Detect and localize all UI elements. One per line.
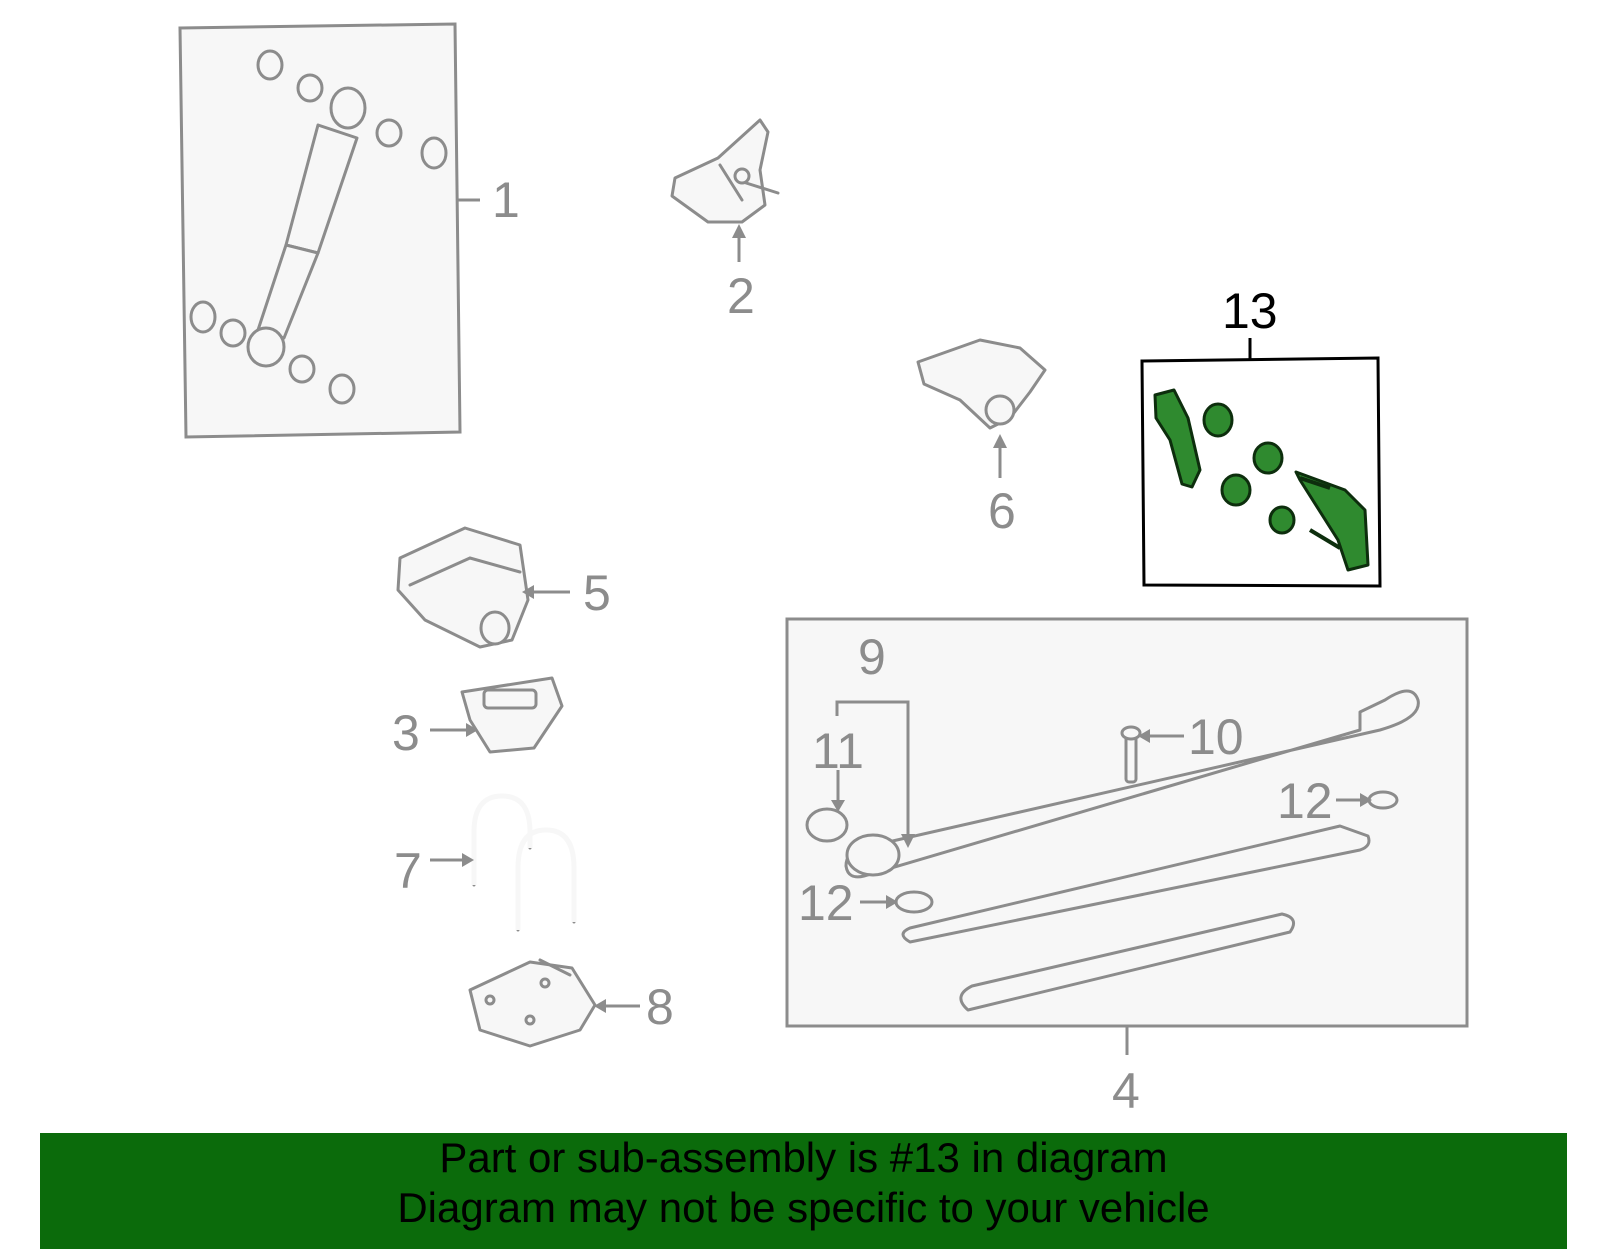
callout-10[interactable]: 10 [1188,709,1244,765]
callout-3[interactable]: 3 [392,705,420,761]
part-13-shackle-kit[interactable]: 13 [1140,283,1382,588]
notice-banner: Part or sub-assembly is #13 in diagram D… [40,1133,1567,1249]
callout-1[interactable]: 1 [492,172,520,228]
banner-line-2: Diagram may not be specific to your vehi… [397,1184,1210,1231]
part-8-spring-plate[interactable]: 8 [468,958,674,1048]
part-7-u-bolts[interactable]: 7 [394,793,577,932]
part-5-spring-seat[interactable]: 5 [396,526,611,649]
part-3-pad[interactable]: 3 [392,676,564,761]
callout-12-left[interactable]: 12 [798,875,854,931]
callout-4[interactable]: 4 [1112,1063,1140,1119]
part-1-shock-absorber[interactable]: 1 [178,22,520,439]
part-2-bracket[interactable]: 2 [670,118,780,324]
callout-11[interactable]: 11 [812,723,864,779]
part-6-hanger-bracket[interactable]: 6 [916,338,1047,539]
callout-9[interactable]: 9 [858,629,886,685]
callout-13[interactable]: 13 [1222,283,1278,339]
part-4-leaf-spring-assembly[interactable]: 4 9 11 10 12 12 [785,617,1469,1119]
callout-5[interactable]: 5 [583,565,611,621]
callout-6[interactable]: 6 [988,483,1016,539]
banner-line-1: Part or sub-assembly is #13 in diagram [439,1134,1168,1181]
callout-2[interactable]: 2 [727,268,755,324]
callout-12-right[interactable]: 12 [1277,773,1333,829]
callout-8[interactable]: 8 [646,979,674,1035]
callout-7[interactable]: 7 [394,843,422,899]
